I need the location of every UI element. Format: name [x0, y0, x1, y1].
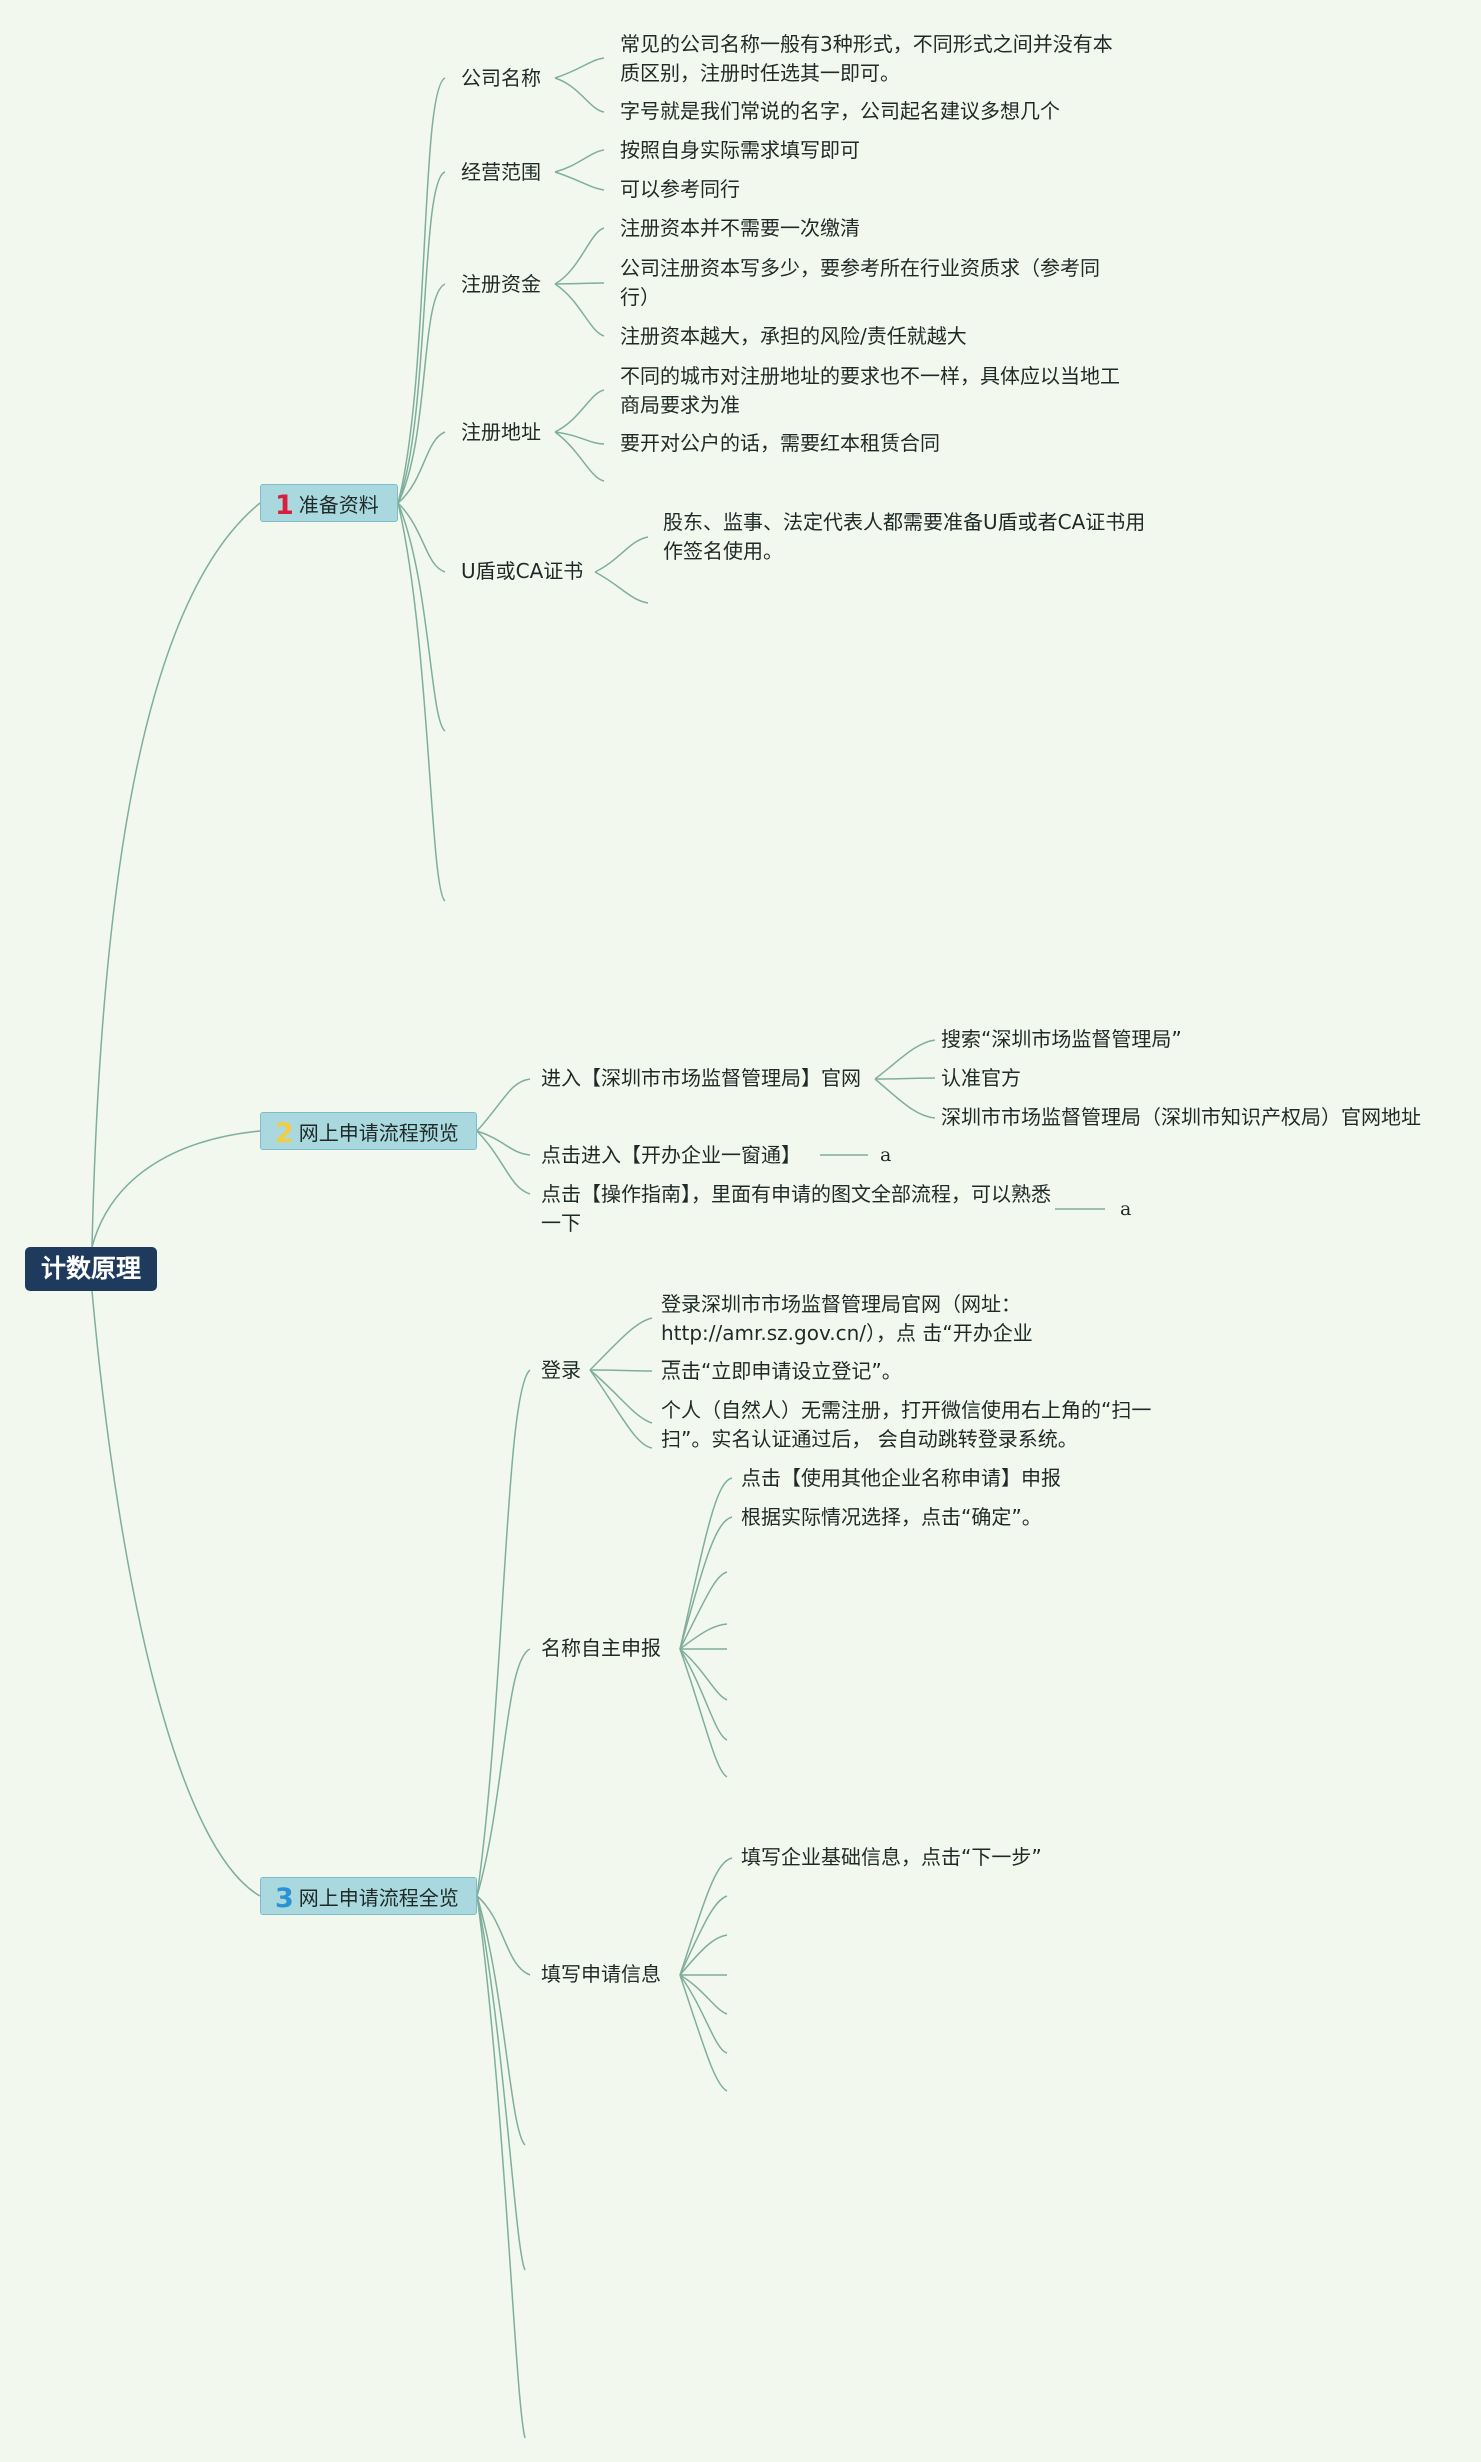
subtopic-operation-guide[interactable]: 点击【操作指南】，里面有申请的图文全部流程，可以熟悉一下	[541, 1182, 1051, 1235]
leaf-address-lease[interactable]: 要开对公户的话，需要红本租赁合同	[620, 431, 940, 455]
leaf-wechat-scan[interactable]: 个人（自然人）无需注册，打开微信使用右上角的“扫一扫”。实名认证通过后， 会自动…	[661, 1398, 1152, 1451]
leaf-login-website[interactable]: 登录深圳市市场监督管理局官网（网址：http://amr.sz.gov.cn/）…	[661, 1292, 1033, 1374]
topic-label: 网上申请流程预览	[298, 1121, 459, 1145]
leaf-official[interactable]: 认准官方	[941, 1066, 1021, 1090]
subtopic-fill-application[interactable]: 填写申请信息	[541, 1962, 661, 1986]
subtopic-login[interactable]: 登录	[541, 1358, 581, 1382]
leaf-scope-own-needs[interactable]: 按照自身实际需求填写即可	[620, 138, 860, 162]
leaf-capital-risk[interactable]: 注册资本越大，承担的风险/责任就越大	[620, 324, 967, 348]
topic-label: 网上申请流程全览	[298, 1886, 459, 1910]
leaf-company-name-word[interactable]: 字号就是我们常说的名字，公司起名建议多想几个	[620, 99, 1060, 123]
leaf-capital-how-much[interactable]: 公司注册资本写多少，要参考所在行业资质求（参考同行）	[620, 256, 1100, 309]
topic-label: 准备资料	[298, 493, 379, 517]
subtopic-enter-website[interactable]: 进入【深圳市市场监督管理局】官网	[541, 1066, 861, 1090]
subtopic-ukey-ca[interactable]: U盾或CA证书	[461, 559, 584, 583]
subtopic-name-declaration[interactable]: 名称自主申报	[541, 1636, 661, 1660]
leaf-company-name-forms[interactable]: 常见的公司名称一般有3种形式，不同形式之间并没有本质区别，注册时任选其一即可。	[620, 32, 1113, 85]
leaf-official-address[interactable]: 深圳市市场监督管理局（深圳市知识产权局）官网地址	[941, 1105, 1421, 1129]
leaf-a-guide[interactable]: a	[1120, 1198, 1132, 1220]
leaf-click-apply[interactable]: 点击“立即申请设立登记”。	[661, 1359, 902, 1383]
topic-number-1: 1	[275, 490, 294, 521]
subtopic-company-name[interactable]: 公司名称	[461, 66, 541, 90]
topic-number-3: 3	[275, 1883, 294, 1914]
leaf-fill-basic-info[interactable]: 填写企业基础信息，点击“下一步”	[741, 1845, 1042, 1869]
leaf-a-one-window[interactable]: a	[880, 1144, 892, 1166]
leaf-capital-not-once[interactable]: 注册资本并不需要一次缴清	[620, 216, 860, 240]
subtopic-registered-address[interactable]: 注册地址	[461, 420, 541, 444]
leaf-address-city-rules[interactable]: 不同的城市对注册地址的要求也不一样，具体应以当地工商局要求为准	[620, 364, 1120, 417]
subtopic-one-window[interactable]: 点击进入【开办企业一窗通】	[541, 1143, 801, 1167]
subtopic-registered-capital[interactable]: 注册资金	[461, 272, 541, 296]
subtopic-business-scope[interactable]: 经营范围	[461, 160, 541, 184]
leaf-scope-peers[interactable]: 可以参考同行	[620, 177, 740, 201]
leaf-choose-confirm[interactable]: 根据实际情况选择，点击“确定”。	[741, 1505, 1042, 1529]
leaf-use-other-name[interactable]: 点击【使用其他企业名称申请】申报	[741, 1466, 1061, 1490]
leaf-search-bureau[interactable]: 搜索“深圳市场监督管理局”	[941, 1027, 1182, 1051]
topic-number-2: 2	[275, 1118, 294, 1149]
leaf-ukey-signing[interactable]: 股东、监事、法定代表人都需要准备U盾或者CA证书用作签名使用。	[663, 510, 1146, 563]
root-topic[interactable]: 计数原理	[25, 1247, 157, 1291]
